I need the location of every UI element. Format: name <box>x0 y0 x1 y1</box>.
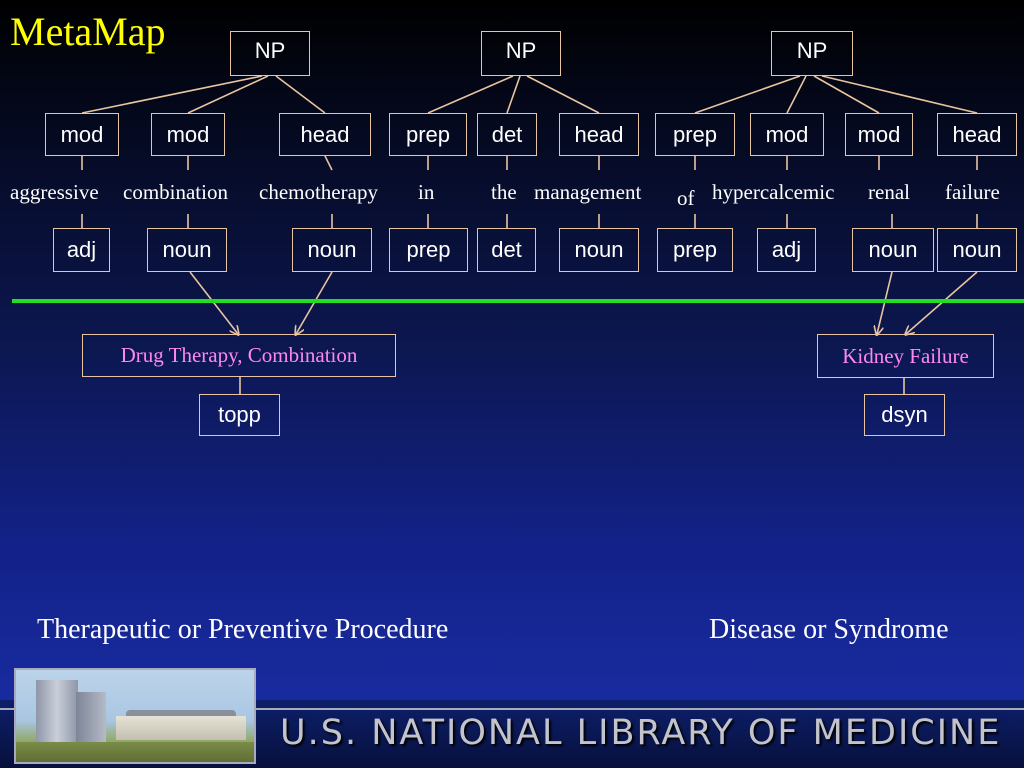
role-box: head <box>937 113 1017 156</box>
role-box: head <box>559 113 639 156</box>
arrow-chemotherapy-to-concept <box>296 271 333 334</box>
sentence-word: combination <box>123 180 228 204</box>
semtype-box: dsyn <box>864 394 945 436</box>
sentence-word: renal <box>868 180 910 204</box>
building-low <box>116 716 246 740</box>
tick-role-3 <box>324 155 333 171</box>
role-box: prep <box>655 113 735 156</box>
section-divider <box>12 299 1024 303</box>
role-box: mod <box>45 113 119 156</box>
edge-np2-head <box>526 75 600 114</box>
pos-box: adj <box>53 228 110 272</box>
role-box: det <box>477 113 537 156</box>
role-box: mod <box>151 113 225 156</box>
role-box: head <box>279 113 371 156</box>
sentence-word: management <box>534 180 642 204</box>
role-box: mod <box>845 113 913 156</box>
pos-box: prep <box>657 228 733 272</box>
pos-box: noun <box>937 228 1017 272</box>
edge-np3-prep <box>694 75 801 114</box>
sentence-word: chemotherapy <box>259 180 378 204</box>
arrow-combination-to-concept <box>189 271 238 334</box>
np-box: NP <box>771 31 853 76</box>
semtype-name: Disease or Syndrome <box>709 614 949 645</box>
pos-box: noun <box>559 228 639 272</box>
edge-np1-mod2 <box>187 75 269 114</box>
pos-box: det <box>477 228 536 272</box>
concept-box: Drug Therapy, Combination <box>82 334 396 377</box>
sentence-word: of <box>677 186 695 210</box>
role-box: prep <box>389 113 467 156</box>
pos-box: adj <box>757 228 816 272</box>
edge-np2-det <box>506 75 521 114</box>
np-box: NP <box>481 31 561 76</box>
sentence-word: hypercalcemic <box>712 180 835 204</box>
edge-np2-prep <box>427 75 514 114</box>
arrow-failure-to-concept <box>906 271 978 334</box>
sentence-word: the <box>491 180 517 204</box>
edge-np1-head <box>275 75 326 114</box>
pos-box: noun <box>147 228 227 272</box>
edge-np1-mod1 <box>81 75 263 114</box>
building-roof <box>126 710 236 718</box>
pos-box: noun <box>852 228 934 272</box>
role-box: mod <box>750 113 824 156</box>
semtype-name: Therapeutic or Preventive Procedure <box>37 614 449 645</box>
edge-np3-head <box>821 75 978 114</box>
concept-box: Kidney Failure <box>817 334 994 378</box>
np-box: NP <box>230 31 310 76</box>
edge-np3-mod1 <box>786 75 807 114</box>
arrow-renal-to-concept <box>877 271 893 334</box>
footer-rule <box>0 708 1024 710</box>
edge-np3-mod2 <box>813 75 880 114</box>
nlm-building-photo <box>14 668 256 764</box>
institution-name: U.S. NATIONAL LIBRARY OF MEDICINE <box>280 713 1002 753</box>
pos-box: prep <box>389 228 468 272</box>
building-ground <box>16 742 254 762</box>
sentence-word: aggressive <box>10 180 99 204</box>
semtype-box: topp <box>199 394 280 436</box>
sentence-word: failure <box>945 180 1000 204</box>
slide-title: MetaMap <box>10 9 166 54</box>
sentence-word: in <box>418 180 435 204</box>
building-tower <box>36 680 78 752</box>
pos-box: noun <box>292 228 372 272</box>
